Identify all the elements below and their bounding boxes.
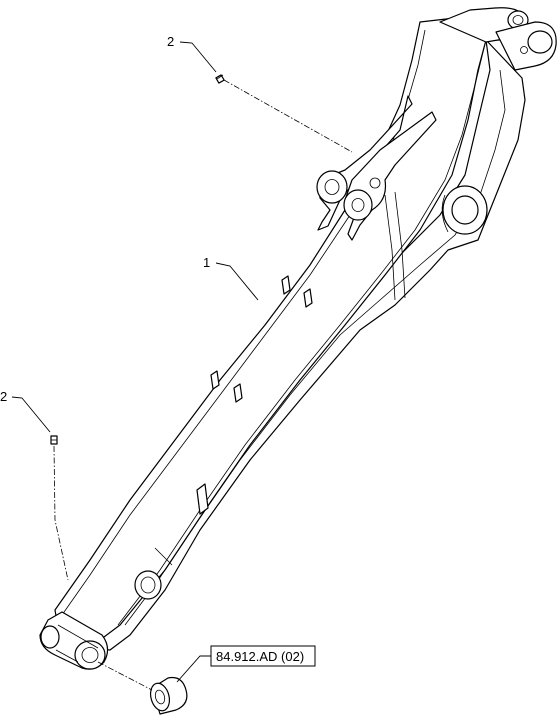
top-pin-boss-2 <box>527 30 553 54</box>
leader-callout-2-left <box>11 396 51 433</box>
grease-fitting-left[interactable] <box>50 435 58 445</box>
boom-wear-pads <box>196 275 313 515</box>
assembly-line-bushing <box>97 661 153 691</box>
boom-edge-line <box>117 39 487 626</box>
leader-callout-2-top <box>179 41 217 73</box>
callout-2-top: 2 <box>167 34 174 49</box>
boom-stiffener <box>154 547 173 566</box>
foot-pin-boss-left <box>40 625 60 649</box>
boom-side-plate <box>89 39 526 651</box>
reference-label[interactable]: 84.912.AD (02) <box>216 649 304 664</box>
boom-arm[interactable] <box>39 7 557 670</box>
boom-stiffener <box>384 194 396 301</box>
boom-web-line <box>124 69 506 626</box>
bracket-pin-boss <box>316 170 348 204</box>
foot-pin-boss <box>74 640 106 670</box>
assembly-line-top <box>223 79 353 153</box>
bushing[interactable] <box>148 676 188 715</box>
lower-web-boss <box>134 570 162 600</box>
boom-top-flange <box>54 13 523 641</box>
callout-1: 1 <box>203 255 210 270</box>
grease-fitting-top[interactable] <box>215 74 225 84</box>
reference-box <box>210 645 316 667</box>
leader-callout-1 <box>215 262 259 301</box>
assembly-line-left <box>53 445 69 581</box>
boom-stiffener <box>394 191 406 299</box>
callout-2-left: 2 <box>0 389 7 404</box>
bracket-pin-boss-2 <box>343 189 373 221</box>
leader-reference <box>176 655 211 683</box>
